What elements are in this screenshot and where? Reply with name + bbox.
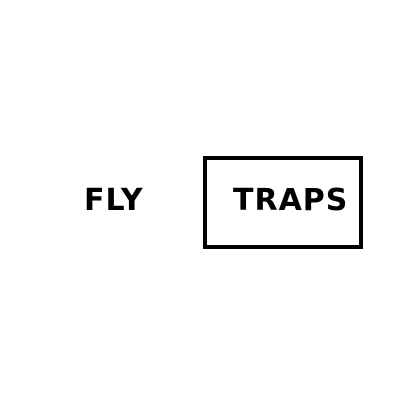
word-fly: FLY xyxy=(84,183,144,218)
word-box xyxy=(203,156,363,249)
word-traps: TRAPS xyxy=(233,183,349,218)
